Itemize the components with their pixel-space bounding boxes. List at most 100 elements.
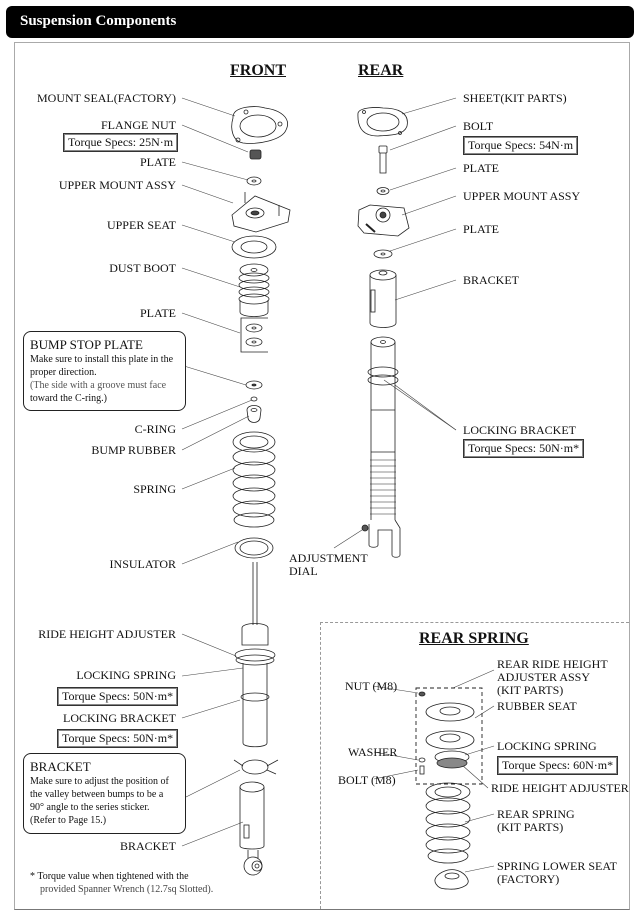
front-insulator — [234, 537, 274, 559]
bracket-note-line: the valley between bumps to be a — [30, 789, 164, 800]
diagram-frame — [14, 42, 630, 910]
label-flange-nut: FLANGE NUT — [101, 118, 176, 132]
label-ride-height-adjuster: RIDE HEIGHT ADJUSTER — [38, 627, 176, 641]
label-rear-adjuster-assy: REAR RIDE HEIGHT ADJUSTER ASSY (KIT PART… — [497, 658, 608, 697]
rear-bracket — [369, 269, 397, 328]
torque-footnote: * Torque value when tightened with the p… — [30, 870, 213, 896]
label-rubber-seat: RUBBER SEAT — [497, 699, 577, 713]
bracket-note: BRACKET Make sure to adjust the position… — [23, 753, 186, 834]
bump-stop-note-title: BUMP STOP PLATE — [30, 337, 143, 352]
rear-spring-heading: REAR SPRING — [419, 630, 529, 647]
rear-spring-panel — [320, 622, 629, 909]
label-rear-ride-height-adjuster: RIDE HEIGHT ADJUSTER — [491, 781, 629, 795]
front-bracket-clamp — [233, 759, 279, 775]
front-upper-seat — [231, 235, 277, 259]
label-rear-sheet: SHEET(KIT PARTS) — [463, 91, 567, 105]
front-leader-lines — [181, 97, 253, 847]
front-bracket — [239, 781, 265, 876]
torque-rear-locking-spring: Torque Specs: 60N·m* — [495, 755, 620, 776]
lower-seat-line-1: SPRING LOWER SEAT — [497, 859, 618, 873]
front-bump-stop-plate — [245, 380, 263, 390]
label-rear-spring: REAR SPRING (KIT PARTS) — [497, 808, 575, 834]
assy-line-3: (KIT PARTS) — [497, 683, 564, 697]
section-title-bar: Suspension Components — [6, 6, 634, 38]
footnote-line-2: provided Spanner Wrench (12.7sq Slotted)… — [40, 884, 214, 895]
rear-spring-leader-lines — [372, 669, 495, 873]
label-adjustment-dial: ADJUSTMENT DIAL — [289, 552, 368, 578]
label-spring: SPRING — [133, 482, 176, 496]
label-insulator: INSULATOR — [109, 557, 176, 571]
label-bolt-m8: BOLT (M8) — [338, 773, 396, 787]
rear-plate-2 — [373, 249, 393, 259]
label-rear-bolt: BOLT — [463, 119, 494, 133]
label-c-ring: C-RING — [134, 422, 176, 436]
bump-stop-note-line: Make sure to install this plate in the — [30, 354, 174, 365]
rear-leader-lines — [333, 97, 457, 549]
bump-stop-note-line: proper direction. — [30, 367, 97, 378]
label-upper-seat: UPPER SEAT — [106, 218, 176, 232]
rear-washer-bolt — [418, 757, 426, 775]
front-dust-boot — [238, 263, 270, 317]
rear-spring-line-1: REAR SPRING — [497, 807, 575, 821]
front-spring — [232, 431, 276, 528]
rear-adjuster-seat — [425, 730, 475, 750]
assy-line-1: REAR RIDE HEIGHT — [497, 657, 608, 671]
label-rear-bracket: BRACKET — [463, 273, 520, 287]
label-front-locking-spring: LOCKING SPRING — [76, 668, 176, 682]
rear-ride-height-adjuster — [434, 750, 470, 769]
adjustment-dial-line-2: DIAL — [289, 564, 318, 578]
label-nut-m8: NUT (M8) — [345, 679, 398, 693]
torque-rear-bolt: Torque Specs: 54N·m — [461, 135, 580, 156]
rear-spring-line-2: (KIT PARTS) — [497, 820, 564, 834]
front-heading: FRONT — [230, 62, 286, 79]
label-rear-plate-2: PLATE — [463, 222, 499, 236]
bump-stop-note-line: (The side with a groove must face — [30, 380, 167, 391]
torque-flange-nut: Torque Specs: 25N·m — [61, 132, 180, 153]
torque-rear-locking-bracket: Torque Specs: 50N·m* — [461, 438, 586, 459]
rear-nut-m8 — [418, 691, 426, 697]
rear-heading: REAR — [358, 62, 404, 79]
rear-shock-body — [361, 336, 401, 558]
label-washer: WASHER — [348, 745, 398, 759]
front-plate-2 — [240, 317, 268, 353]
label-spring-lower-seat: SPRING LOWER SEAT (FACTORY) — [497, 860, 617, 886]
label-front-plate-2: PLATE — [140, 306, 176, 320]
rear-sheet — [357, 107, 408, 137]
label-rear-plate-1: PLATE — [463, 161, 499, 175]
front-upper-mount — [231, 192, 291, 233]
label-front-plate-1: PLATE — [140, 155, 176, 169]
label-rear-upper-mount: UPPER MOUNT ASSY — [463, 189, 581, 203]
label-rear-locking-bracket: LOCKING BRACKET — [463, 423, 576, 437]
label-front-bracket: BRACKET — [119, 839, 176, 853]
front-plate-1 — [246, 176, 262, 186]
assy-line-2: ADJUSTER ASSY — [497, 670, 591, 684]
rear-rubber-seat — [425, 702, 475, 722]
bracket-note-line: 90° angle to the series sticker. — [30, 802, 150, 813]
rear-plate-1 — [376, 187, 390, 195]
adjustment-dial-line-1: ADJUSTMENT — [289, 551, 368, 565]
rear-bolt — [378, 145, 388, 174]
front-bump-rubber — [246, 405, 262, 423]
label-front-upper-mount: UPPER MOUNT ASSY — [58, 178, 176, 192]
bump-stop-note-line: toward the C-ring.) — [30, 393, 107, 404]
bump-stop-plate-note: BUMP STOP PLATE Make sure to install thi… — [23, 331, 186, 411]
front-shock-body — [234, 562, 276, 748]
label-dust-boot: DUST BOOT — [109, 261, 176, 275]
label-mount-seal: MOUNT SEAL(FACTORY) — [36, 91, 176, 105]
section-title: Suspension Components — [20, 13, 177, 29]
torque-front-locking-bracket: Torque Specs: 50N·m* — [55, 728, 180, 749]
rear-spring-lower-seat — [434, 869, 469, 890]
footnote-line-1: * Torque value when tightened with the — [30, 871, 189, 882]
bracket-note-title: BRACKET — [30, 759, 91, 774]
rear-upper-mount — [357, 204, 410, 237]
label-rear-locking-spring: LOCKING SPRING — [497, 739, 597, 753]
lower-seat-line-2: (FACTORY) — [497, 872, 560, 886]
bracket-note-line: (Refer to Page 15.) — [30, 815, 107, 826]
rear-adjuster-assy-box — [415, 687, 483, 785]
front-mount-seal — [231, 106, 288, 144]
front-c-ring — [250, 396, 258, 402]
bracket-note-line: Make sure to adjust the position of — [30, 776, 169, 787]
label-front-locking-bracket: LOCKING BRACKET — [63, 711, 176, 725]
torque-front-locking-spring: Torque Specs: 50N·m* — [55, 686, 180, 707]
